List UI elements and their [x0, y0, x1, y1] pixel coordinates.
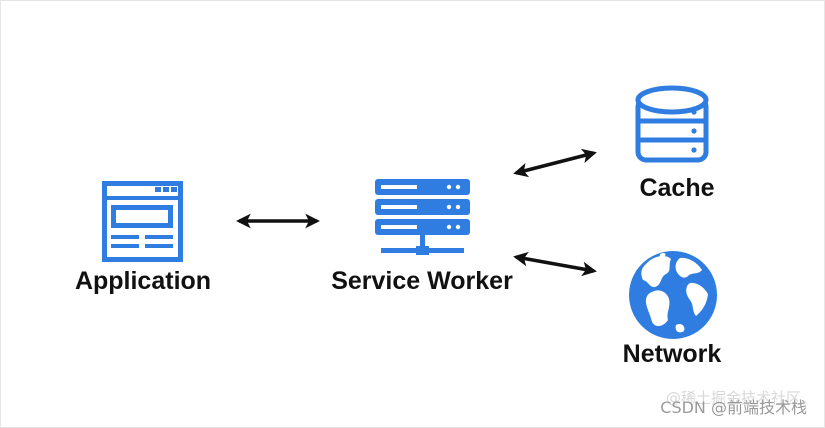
database-icon	[635, 85, 709, 163]
application-label: Application	[74, 267, 212, 295]
ghost-watermark: @稀土掘金技术社区	[665, 389, 801, 407]
server-rack-icon	[375, 179, 470, 255]
browser-window-icon	[102, 181, 183, 262]
globe-icon	[629, 251, 717, 339]
cache-label: Cache	[639, 174, 715, 202]
arrow-service-worker-cache	[513, 148, 597, 178]
network-label: Network	[622, 340, 722, 368]
service-worker-label: Service Worker	[331, 267, 513, 295]
csdn-watermark: CSDN @前端技术栈	[660, 398, 807, 417]
arrow-service-worker-network	[513, 251, 597, 277]
